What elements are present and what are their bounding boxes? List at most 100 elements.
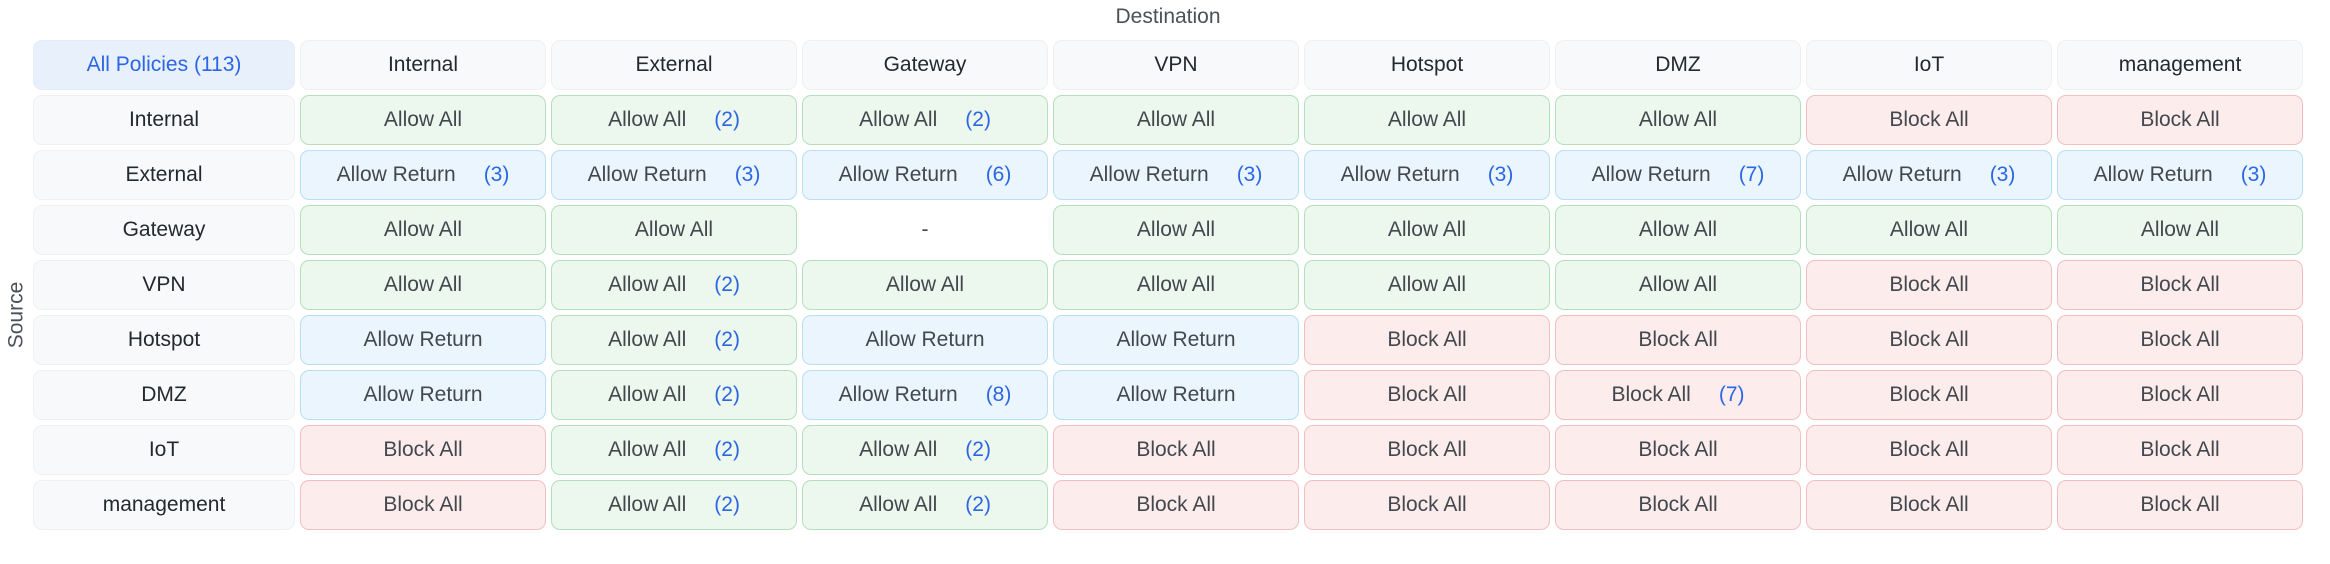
policy-count-badge: (2) (714, 383, 740, 406)
policy-cell-hotspot-to-external[interactable]: Allow All(2) (551, 315, 797, 365)
policy-cell-label: Block All (1889, 493, 1969, 516)
policy-cell-vpn-to-iot[interactable]: Block All (1806, 260, 2052, 310)
policy-cell-external-to-dmz[interactable]: Allow Return(7) (1555, 150, 1801, 200)
policy-cell-management-to-hotspot[interactable]: Block All (1304, 480, 1550, 530)
all-policies-button[interactable]: All Policies (113) (33, 40, 295, 90)
policy-cell-internal-to-hotspot[interactable]: Allow All (1304, 95, 1550, 145)
policy-cell-label: Block All (2140, 328, 2220, 351)
policy-cell-vpn-to-hotspot[interactable]: Allow All (1304, 260, 1550, 310)
policy-cell-label: Allow Return (1842, 163, 1962, 186)
policy-count-badge: (7) (1718, 383, 1745, 406)
policy-cell-iot-to-hotspot[interactable]: Block All (1304, 425, 1550, 475)
policy-cell-management-to-management[interactable]: Block All (2057, 480, 2303, 530)
policy-cell-gateway-to-hotspot[interactable]: Allow All (1304, 205, 1550, 255)
policy-cell-iot-to-iot[interactable]: Block All (1806, 425, 2052, 475)
policy-cell-hotspot-to-internal[interactable]: Allow Return (300, 315, 546, 365)
column-header-dmz[interactable]: DMZ (1555, 40, 1801, 90)
policy-cell-vpn-to-internal[interactable]: Allow All (300, 260, 546, 310)
policy-cell-iot-to-dmz[interactable]: Block All (1555, 425, 1801, 475)
policy-cell-label: - (921, 218, 929, 241)
policy-cell-vpn-to-external[interactable]: Allow All(2) (551, 260, 797, 310)
policy-cell-external-to-external[interactable]: Allow Return(3) (551, 150, 797, 200)
policy-cell-label: Allow All (608, 383, 687, 406)
policy-cell-external-to-gateway[interactable]: Allow Return(6) (802, 150, 1048, 200)
policy-cell-external-to-internal[interactable]: Allow Return(3) (300, 150, 546, 200)
policy-cell-hotspot-to-iot[interactable]: Block All (1806, 315, 2052, 365)
policy-cell-dmz-to-gateway[interactable]: Allow Return(8) (802, 370, 1048, 420)
policy-count-badge: (3) (2240, 163, 2267, 186)
policy-cell-vpn-to-vpn[interactable]: Allow All (1053, 260, 1299, 310)
policy-cell-gateway-to-iot[interactable]: Allow All (1806, 205, 2052, 255)
policy-cell-internal-to-gateway[interactable]: Allow All(2) (802, 95, 1048, 145)
policy-cell-management-to-dmz[interactable]: Block All (1555, 480, 1801, 530)
policy-cell-dmz-to-dmz[interactable]: Block All(7) (1555, 370, 1801, 420)
row-header-external[interactable]: External (33, 150, 295, 200)
policy-cell-internal-to-external[interactable]: Allow All(2) (551, 95, 797, 145)
column-header-management[interactable]: management (2057, 40, 2303, 90)
policy-cell-gateway-to-dmz[interactable]: Allow All (1555, 205, 1801, 255)
policy-cell-internal-to-vpn[interactable]: Allow All (1053, 95, 1299, 145)
column-header-vpn[interactable]: VPN (1053, 40, 1299, 90)
policy-cell-gateway-to-internal[interactable]: Allow All (300, 205, 546, 255)
policy-cell-dmz-to-management[interactable]: Block All (2057, 370, 2303, 420)
row-header-management[interactable]: management (33, 480, 295, 530)
policy-cell-internal-to-internal[interactable]: Allow All (300, 95, 546, 145)
policy-cell-label: Allow All (885, 273, 965, 296)
policy-cell-iot-to-gateway[interactable]: Allow All(2) (802, 425, 1048, 475)
policy-cell-internal-to-iot[interactable]: Block All (1806, 95, 2052, 145)
policy-cell-external-to-vpn[interactable]: Allow Return(3) (1053, 150, 1299, 200)
policy-cell-vpn-to-dmz[interactable]: Allow All (1555, 260, 1801, 310)
policy-cell-vpn-to-management[interactable]: Block All (2057, 260, 2303, 310)
policy-cell-dmz-to-hotspot[interactable]: Block All (1304, 370, 1550, 420)
policy-cell-label: Allow All (1136, 273, 1216, 296)
row-header-hotspot[interactable]: Hotspot (33, 315, 295, 365)
policy-cell-internal-to-management[interactable]: Block All (2057, 95, 2303, 145)
policy-cell-external-to-iot[interactable]: Allow Return (3) (1806, 150, 2052, 200)
policy-cell-iot-to-management[interactable]: Block All (2057, 425, 2303, 475)
policy-cell-label: Allow All (859, 438, 938, 461)
policy-cell-external-to-hotspot[interactable]: Allow Return(3) (1304, 150, 1550, 200)
policy-cell-label: Block All (2140, 383, 2220, 406)
policy-cell-gateway-to-vpn[interactable]: Allow All (1053, 205, 1299, 255)
policy-cell-internal-to-dmz[interactable]: Allow All (1555, 95, 1801, 145)
policy-cell-dmz-to-iot[interactable]: Block All (1806, 370, 2052, 420)
policy-cell-external-to-management[interactable]: Allow Return(3) (2057, 150, 2303, 200)
row-header-iot[interactable]: IoT (33, 425, 295, 475)
policy-count-badge: (2) (714, 328, 740, 351)
policy-cell-gateway-to-management[interactable]: Allow All (2057, 205, 2303, 255)
destination-axis-label: Destination (1115, 5, 1221, 28)
policy-cell-iot-to-vpn[interactable]: Block All (1053, 425, 1299, 475)
policy-cell-hotspot-to-hotspot[interactable]: Block All (1304, 315, 1550, 365)
policy-cell-management-to-gateway[interactable]: Allow All(2) (802, 480, 1048, 530)
policy-cell-iot-to-internal[interactable]: Block All (300, 425, 546, 475)
policy-cell-management-to-vpn[interactable]: Block All (1053, 480, 1299, 530)
column-header-gateway[interactable]: Gateway (802, 40, 1048, 90)
row-header-dmz[interactable]: DMZ (33, 370, 295, 420)
policy-cell-management-to-external[interactable]: Allow All(2) (551, 480, 797, 530)
row-header-internal[interactable]: Internal (33, 95, 295, 145)
policy-cell-vpn-to-gateway[interactable]: Allow All (802, 260, 1048, 310)
policy-cell-hotspot-to-gateway[interactable]: Allow Return (802, 315, 1048, 365)
column-header-iot[interactable]: IoT (1806, 40, 2052, 90)
policy-cell-iot-to-external[interactable]: Allow All(2) (551, 425, 797, 475)
policy-count-badge: (3) (1989, 163, 2016, 186)
column-header-hotspot[interactable]: Hotspot (1304, 40, 1550, 90)
policy-cell-hotspot-to-management[interactable]: Block All (2057, 315, 2303, 365)
policy-cell-hotspot-to-vpn[interactable]: Allow Return (1053, 315, 1299, 365)
policy-count-badge: (3) (1487, 163, 1514, 186)
row-header-gateway[interactable]: Gateway (33, 205, 295, 255)
column-header-external[interactable]: External (551, 40, 797, 90)
policy-cell-dmz-to-internal[interactable]: Allow Return (300, 370, 546, 420)
column-header-internal[interactable]: Internal (300, 40, 546, 90)
policy-count-badge: (2) (714, 493, 740, 516)
policy-cell-gateway-to-external[interactable]: Allow All (551, 205, 797, 255)
policy-cell-hotspot-to-dmz[interactable]: Block All (1555, 315, 1801, 365)
policy-cell-management-to-iot[interactable]: Block All (1806, 480, 2052, 530)
policy-cell-management-to-internal[interactable]: Block All (300, 480, 546, 530)
row-header-vpn[interactable]: VPN (33, 260, 295, 310)
policy-cell-dmz-to-external[interactable]: Allow All (2) (551, 370, 797, 420)
source-axis-label-box: Source (0, 95, 32, 535)
policy-cell-dmz-to-vpn[interactable]: Allow Return (1053, 370, 1299, 420)
policy-count-badge: (3) (1236, 163, 1263, 186)
